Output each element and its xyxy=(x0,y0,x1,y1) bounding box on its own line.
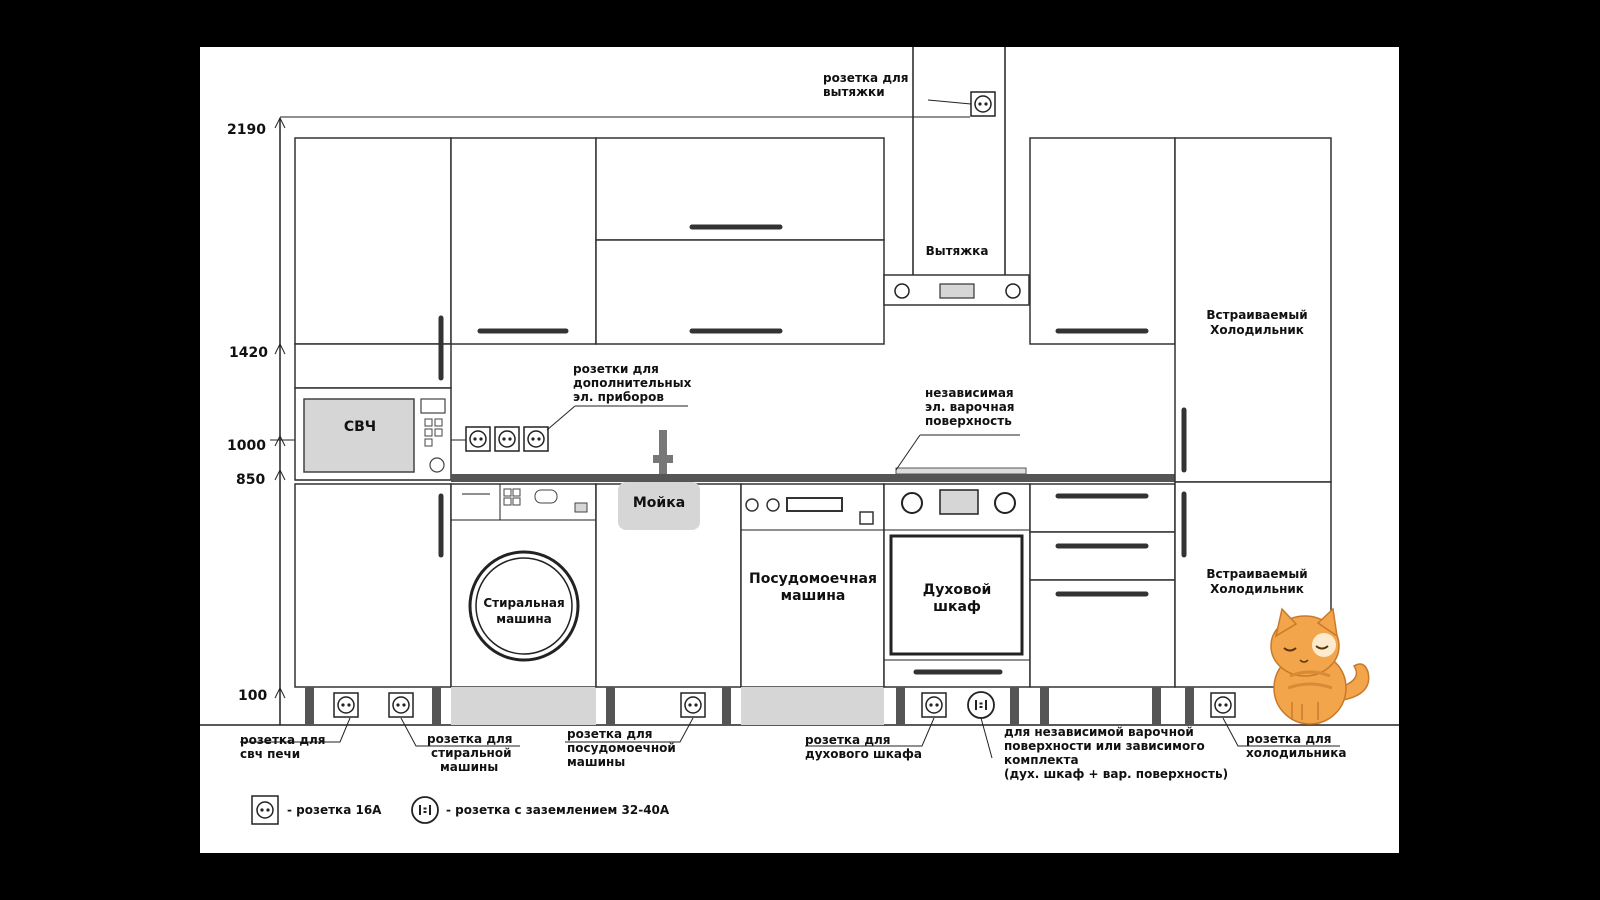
combo-socket-label-2: поверхности или зависимого xyxy=(1004,739,1205,753)
range-hood: Вытяжка xyxy=(883,47,1030,306)
sink-label: Мойка xyxy=(633,495,685,511)
countertop xyxy=(451,474,1175,482)
upper-cabinets xyxy=(294,137,1176,345)
combo-socket-label-4: (дух. шкаф + вар. поверхность) xyxy=(1004,767,1228,781)
legend-32a-label: - розетка с заземлением 32-40А xyxy=(446,803,670,817)
height-label-100: 100 xyxy=(238,688,267,704)
height-label-2190: 2190 xyxy=(227,122,266,138)
extra-sockets-label-1: розетки для xyxy=(573,362,659,376)
hood-socket-label-2: вытяжки xyxy=(823,85,885,99)
legend-16a-label: - розетка 16А xyxy=(287,803,382,817)
mw-socket-label-2: свч печи xyxy=(240,747,300,761)
combo-socket-label-3: комплекта xyxy=(1004,753,1079,767)
cat-sticker xyxy=(1270,607,1370,725)
washer-label-1: Стиральная xyxy=(483,596,564,610)
extra-sockets-label-3: эл. приборов xyxy=(573,390,664,404)
fridge-top-label-1: Встраиваемый xyxy=(1206,308,1307,322)
legend: - розетка 16А - розетка с заземлением 32… xyxy=(251,795,670,825)
washing-machine: Стиральная машина xyxy=(450,483,597,725)
hob-label-3: поверхность xyxy=(925,414,1012,428)
tall-left-cabinet: СВЧ xyxy=(294,315,452,688)
oven-socket-label-2: духового шкафа xyxy=(805,747,922,761)
fridge-bottom-label-1: Встраиваемый xyxy=(1206,567,1307,581)
dishwasher-label-2: машина xyxy=(781,588,846,604)
height-label-1420: 1420 xyxy=(229,345,268,361)
hood-socket: розетка для вытяжки xyxy=(823,71,996,117)
cooktop: независимая эл. варочная поверхность xyxy=(895,386,1027,475)
faucet xyxy=(653,430,673,474)
plinth-sockets: розетка для свч печи розетка для стираль… xyxy=(240,691,1346,781)
dishwasher: Посудомоечная машина xyxy=(740,483,885,725)
backsplash-sockets: розетки для дополнительных эл. приборов xyxy=(465,362,692,452)
dw-socket-label-3: машины xyxy=(567,755,625,769)
cabinet-legs xyxy=(305,687,1194,725)
hob-label-2: эл. варочная xyxy=(925,400,1015,414)
wm-socket-label-1: розетка для xyxy=(427,732,513,746)
fridge-top-label-2: Холодильник xyxy=(1210,323,1304,337)
oven-label-1: Духовой xyxy=(923,582,992,598)
microwave xyxy=(303,398,415,473)
combo-socket-label-1: для независимой варочной xyxy=(1004,725,1194,739)
mw-socket-label-1: розетка для xyxy=(240,733,326,747)
fridge-bottom-label-2: Холодильник xyxy=(1210,582,1304,596)
microwave-label: СВЧ xyxy=(344,419,376,435)
built-in-fridge: Встраиваемый Холодильник Встраиваемый Хо… xyxy=(1174,137,1332,688)
extra-sockets-label-2: дополнительных xyxy=(573,376,692,390)
height-label-1000: 1000 xyxy=(227,438,266,454)
hood-label: Вытяжка xyxy=(926,244,989,258)
sink-cabinet: Мойка xyxy=(595,482,742,688)
oven-label-2: шкаф xyxy=(933,599,981,615)
drawer-cabinet xyxy=(1029,483,1176,688)
washer-label-2: машина xyxy=(496,612,551,626)
wm-socket-label-2: стиральной xyxy=(431,746,511,760)
dishwasher-label-1: Посудомоечная xyxy=(749,571,877,587)
oven: Духовой шкаф xyxy=(883,483,1031,688)
hob-label-1: независимая xyxy=(925,386,1014,400)
oven-socket-label-1: розетка для xyxy=(805,733,891,747)
sink xyxy=(618,482,700,530)
hood-socket-label-1: розетка для xyxy=(823,71,909,85)
dw-socket-label-1: розетка для xyxy=(567,727,653,741)
height-label-850: 850 xyxy=(236,472,265,488)
dw-socket-label-2: посудомоечной xyxy=(567,741,676,755)
fridge-socket-label-2: холодильника xyxy=(1246,746,1346,760)
wm-socket-label-3: машины xyxy=(440,760,498,774)
fridge-socket-label-1: розетка для xyxy=(1246,732,1332,746)
